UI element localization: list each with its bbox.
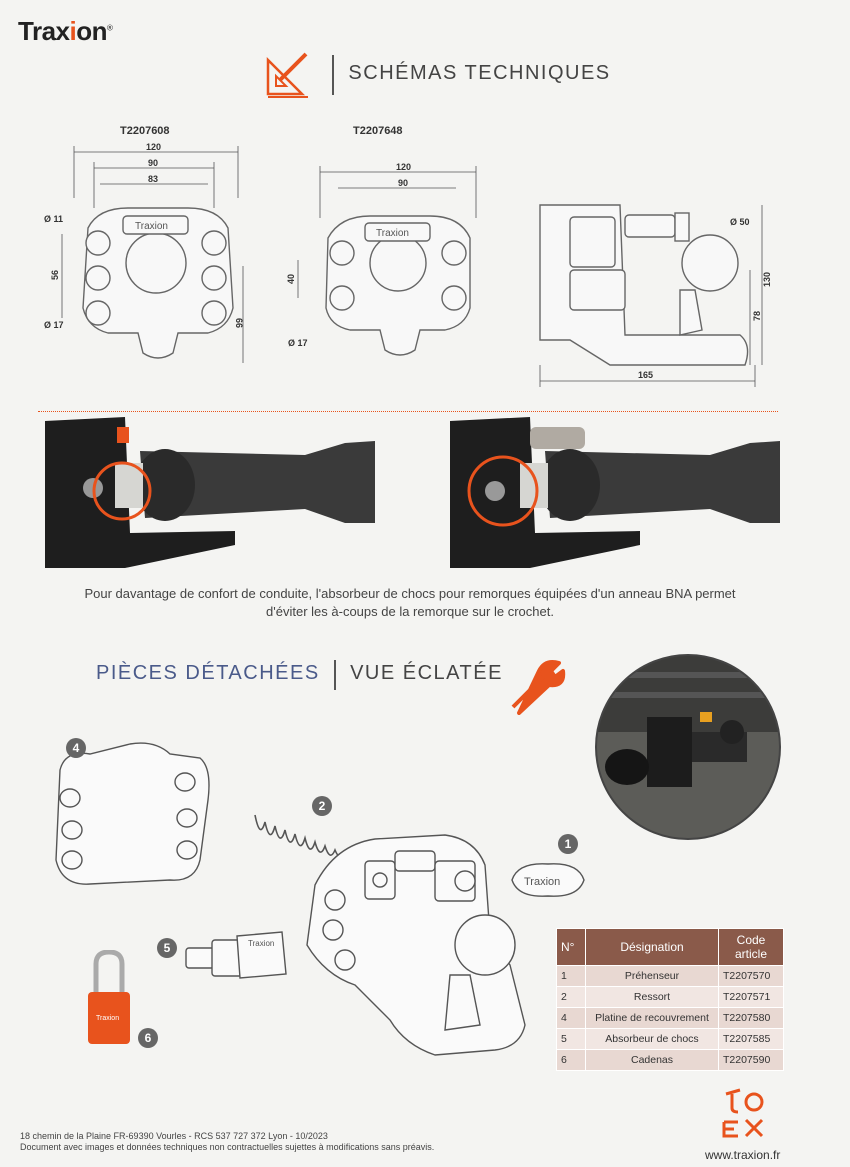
col-designation: Désignation: [585, 928, 719, 966]
technical-title: SCHÉMAS TECHNIQUES: [348, 62, 611, 85]
col-number: N°: [556, 928, 586, 966]
footer: 18 chemin de la Plaine FR-69390 Vourles …: [20, 1131, 434, 1153]
product-render-b: [450, 413, 782, 573]
part-4-plate: [55, 742, 210, 885]
svg-text:130: 130: [762, 272, 772, 287]
drawing-front-b: 120 90 40 Ø 17 Traxion: [286, 162, 477, 356]
svg-text:83: 83: [148, 174, 158, 184]
ref-b-label: T2207648: [353, 125, 403, 137]
svg-text:Ø 17: Ø 17: [44, 320, 64, 330]
svg-text:40: 40: [286, 274, 296, 284]
drawing-front-a: 120 90 83 Ø 11 56 Ø 17 66 Traxion: [44, 142, 244, 363]
svg-text:Ø 50: Ø 50: [730, 217, 750, 227]
svg-text:Traxion: Traxion: [248, 939, 274, 948]
svg-text:Ø 17: Ø 17: [288, 338, 308, 348]
svg-text:Ø 11: Ø 11: [44, 214, 63, 224]
part-1-grip: Traxion: [511, 863, 585, 897]
wrench-icon: [511, 660, 566, 715]
svg-text:90: 90: [398, 178, 408, 188]
footer-address: 18 chemin de la Plaine FR-69390 Vourles …: [20, 1131, 328, 1141]
parts-table: N° Désignation Code article 1 Préhenseur…: [556, 928, 784, 1071]
eco-logo: [722, 1088, 764, 1138]
mounted-photo: [595, 654, 781, 840]
svg-text:120: 120: [146, 142, 161, 152]
table-row: 4 Platine de recouvrement T2207580: [556, 1007, 784, 1029]
parts-title: PIÈCES DÉTACHÉES: [96, 662, 320, 685]
part-6-padlock: Traxion: [88, 950, 130, 1044]
svg-text:120: 120: [396, 162, 411, 172]
table-row: 2 Ressort T2207571: [556, 986, 784, 1008]
badge-part-2: 2: [312, 796, 332, 816]
technical-header: SCHÉMAS TECHNIQUES: [262, 50, 611, 100]
ruler-pencil-icon: [266, 52, 308, 98]
exploded-title: VUE ÉCLATÉE: [350, 662, 503, 685]
col-code: Code article: [718, 928, 784, 966]
svg-text:90: 90: [148, 158, 158, 168]
table-row: 5 Absorbeur de chocs T2207585: [556, 1028, 784, 1050]
svg-text:Traxion: Traxion: [376, 228, 409, 239]
drawing-side: Ø 50 130 78 165: [539, 204, 772, 387]
badge-part-5: 5: [157, 938, 177, 958]
svg-text:Traxion: Traxion: [135, 221, 168, 232]
divider: [38, 411, 778, 412]
ref-a-label: T2207608: [120, 125, 170, 137]
table-row: 1 Préhenseur T2207570: [556, 965, 784, 987]
svg-text:Traxion: Traxion: [524, 876, 560, 888]
website-link[interactable]: www.traxion.fr: [705, 1148, 781, 1162]
badge-part-1: 1: [558, 834, 578, 854]
svg-text:165: 165: [638, 370, 653, 380]
part-2-spring: [254, 814, 346, 858]
svg-text:Traxion: Traxion: [96, 1015, 119, 1022]
footer-disclaimer: Document avec images et données techniqu…: [20, 1142, 435, 1152]
parts-header: PIÈCES DÉTACHÉES VUE ÉCLATÉE: [96, 660, 503, 690]
coupling-body: [306, 834, 526, 1056]
product-render-a: [45, 413, 377, 573]
badge-part-4: 4: [66, 738, 86, 758]
brand-logo: Traxion®: [18, 16, 113, 46]
table-row: 6 Cadenas T2207590: [556, 1049, 784, 1071]
svg-text:66: 66: [234, 318, 244, 328]
badge-part-6: 6: [138, 1028, 158, 1048]
part-5-absorber: Traxion: [185, 931, 287, 979]
svg-text:56: 56: [50, 270, 60, 280]
svg-text:78: 78: [752, 311, 762, 321]
description-text: Pour davantage de confort de conduite, l…: [84, 586, 736, 619]
